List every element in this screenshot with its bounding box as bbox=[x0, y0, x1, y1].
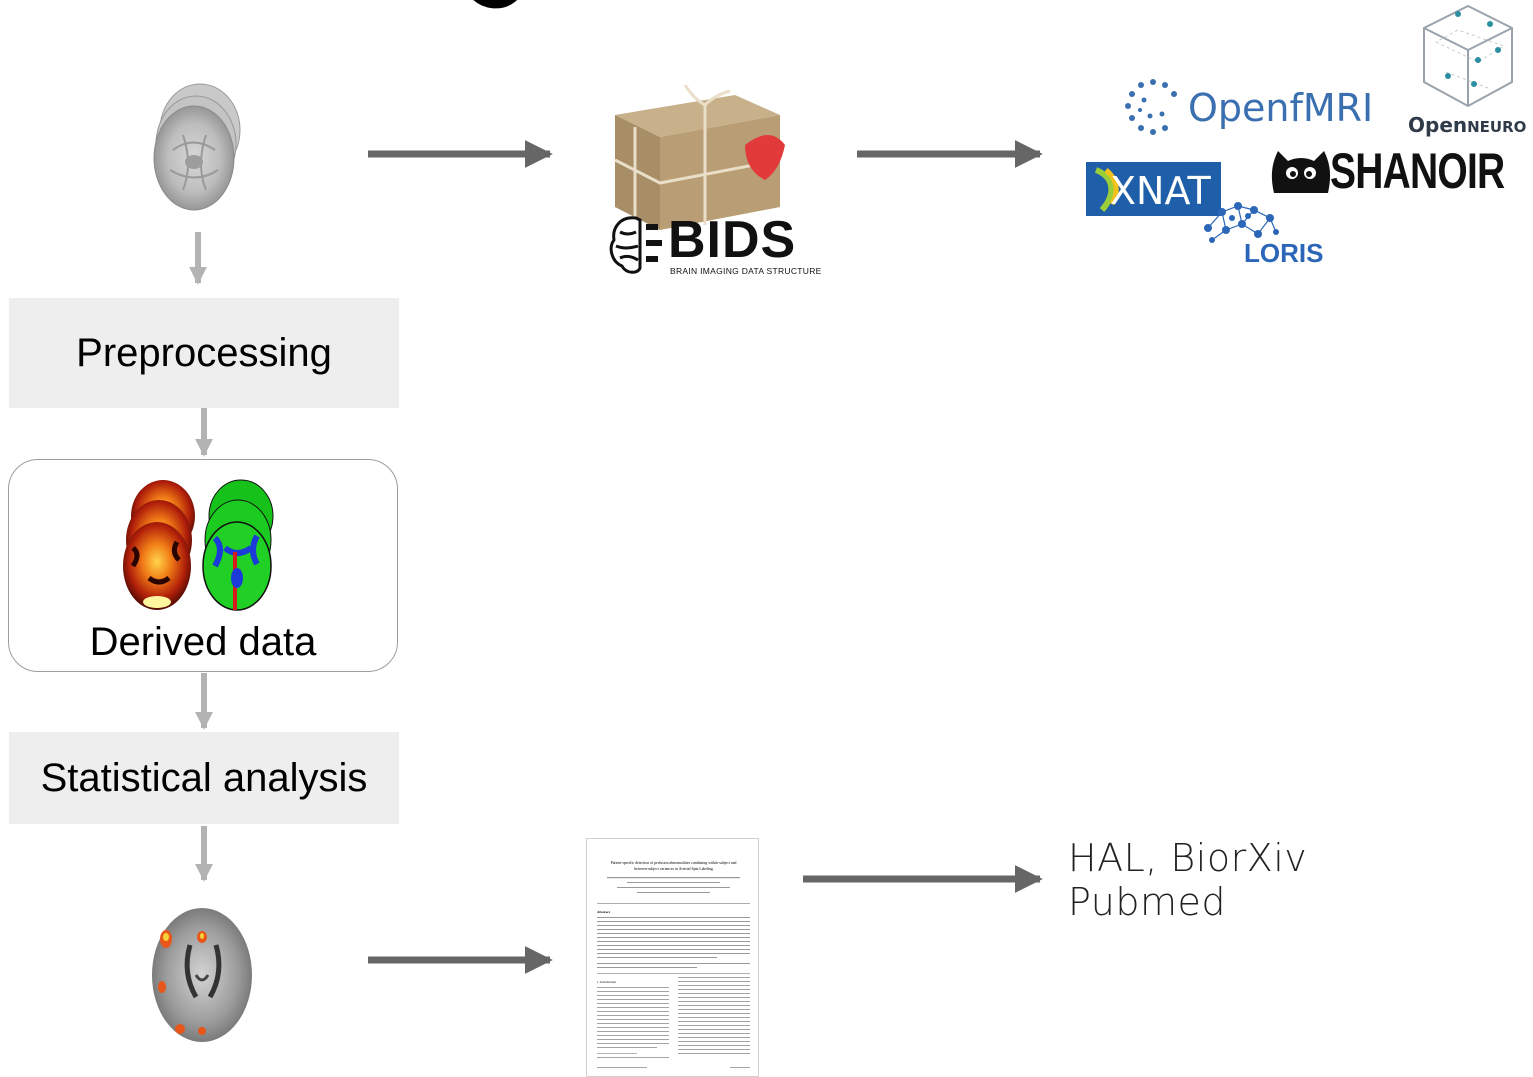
openneuro-open: Open bbox=[1408, 113, 1468, 137]
openfmri-icon bbox=[1125, 79, 1177, 135]
openneuro-neuro: NEURO bbox=[1467, 118, 1527, 136]
paper-title-line-1: Patient-specific detection of perfusion … bbox=[610, 861, 737, 865]
shanoir-cat-icon bbox=[1271, 151, 1331, 193]
shanoir-wordmark: SHANOIR bbox=[1330, 143, 1505, 199]
bids-package-image bbox=[614, 85, 785, 230]
openneuro-wordmark: OpenNEURO bbox=[1408, 113, 1526, 137]
preprocessing-label: Preprocessing bbox=[76, 330, 332, 375]
preprocessing-box: Preprocessing bbox=[9, 298, 399, 408]
brain-icon bbox=[609, 216, 662, 274]
paper-text-lines bbox=[597, 877, 750, 1068]
paper-thumbnail: Patient-specific detection of perfusion … bbox=[586, 838, 759, 1077]
xnat-swoosh-icon bbox=[1094, 167, 1119, 212]
repositories-line-2: Pubmed bbox=[1068, 880, 1226, 924]
openfmri-wordmark: OpenfMRI bbox=[1188, 86, 1374, 130]
bids-wordmark: BIDS bbox=[668, 211, 797, 269]
statistical-analysis-label: Statistical analysis bbox=[40, 755, 368, 800]
repositories-line-1: HAL, BiorXiv bbox=[1068, 836, 1308, 880]
openneuro-cube-icon bbox=[1423, 4, 1513, 108]
loris-wordmark: LORIS bbox=[1244, 238, 1324, 268]
publication-repositories-text: HAL, BiorXiv Pubmed bbox=[1068, 836, 1307, 924]
raw-mri-image bbox=[153, 83, 241, 211]
perfusion-hot-map-image bbox=[123, 480, 195, 610]
perfusion-green-map-image bbox=[202, 479, 274, 611]
statistical-analysis-box: Statistical analysis bbox=[9, 732, 399, 824]
derived-data-box: Derived data bbox=[8, 459, 398, 672]
derived-data-label: Derived data bbox=[89, 620, 317, 664]
paper-intro-heading: 1. Introduction bbox=[597, 980, 616, 984]
paper-abstract-heading: Abstract bbox=[597, 910, 611, 914]
xnat-wordmark: XNAT bbox=[1110, 169, 1211, 213]
bids-subtitle: BRAIN IMAGING DATA STRUCTURE bbox=[670, 266, 822, 276]
stat-map-brain-image bbox=[152, 908, 252, 1042]
xnat-logo: XNAT bbox=[1086, 162, 1221, 216]
paper-title-line-2: between-subject variances in Arterial Sp… bbox=[634, 867, 713, 871]
loris-network-icon bbox=[1204, 202, 1279, 243]
title-fragment bbox=[473, 0, 517, 9]
